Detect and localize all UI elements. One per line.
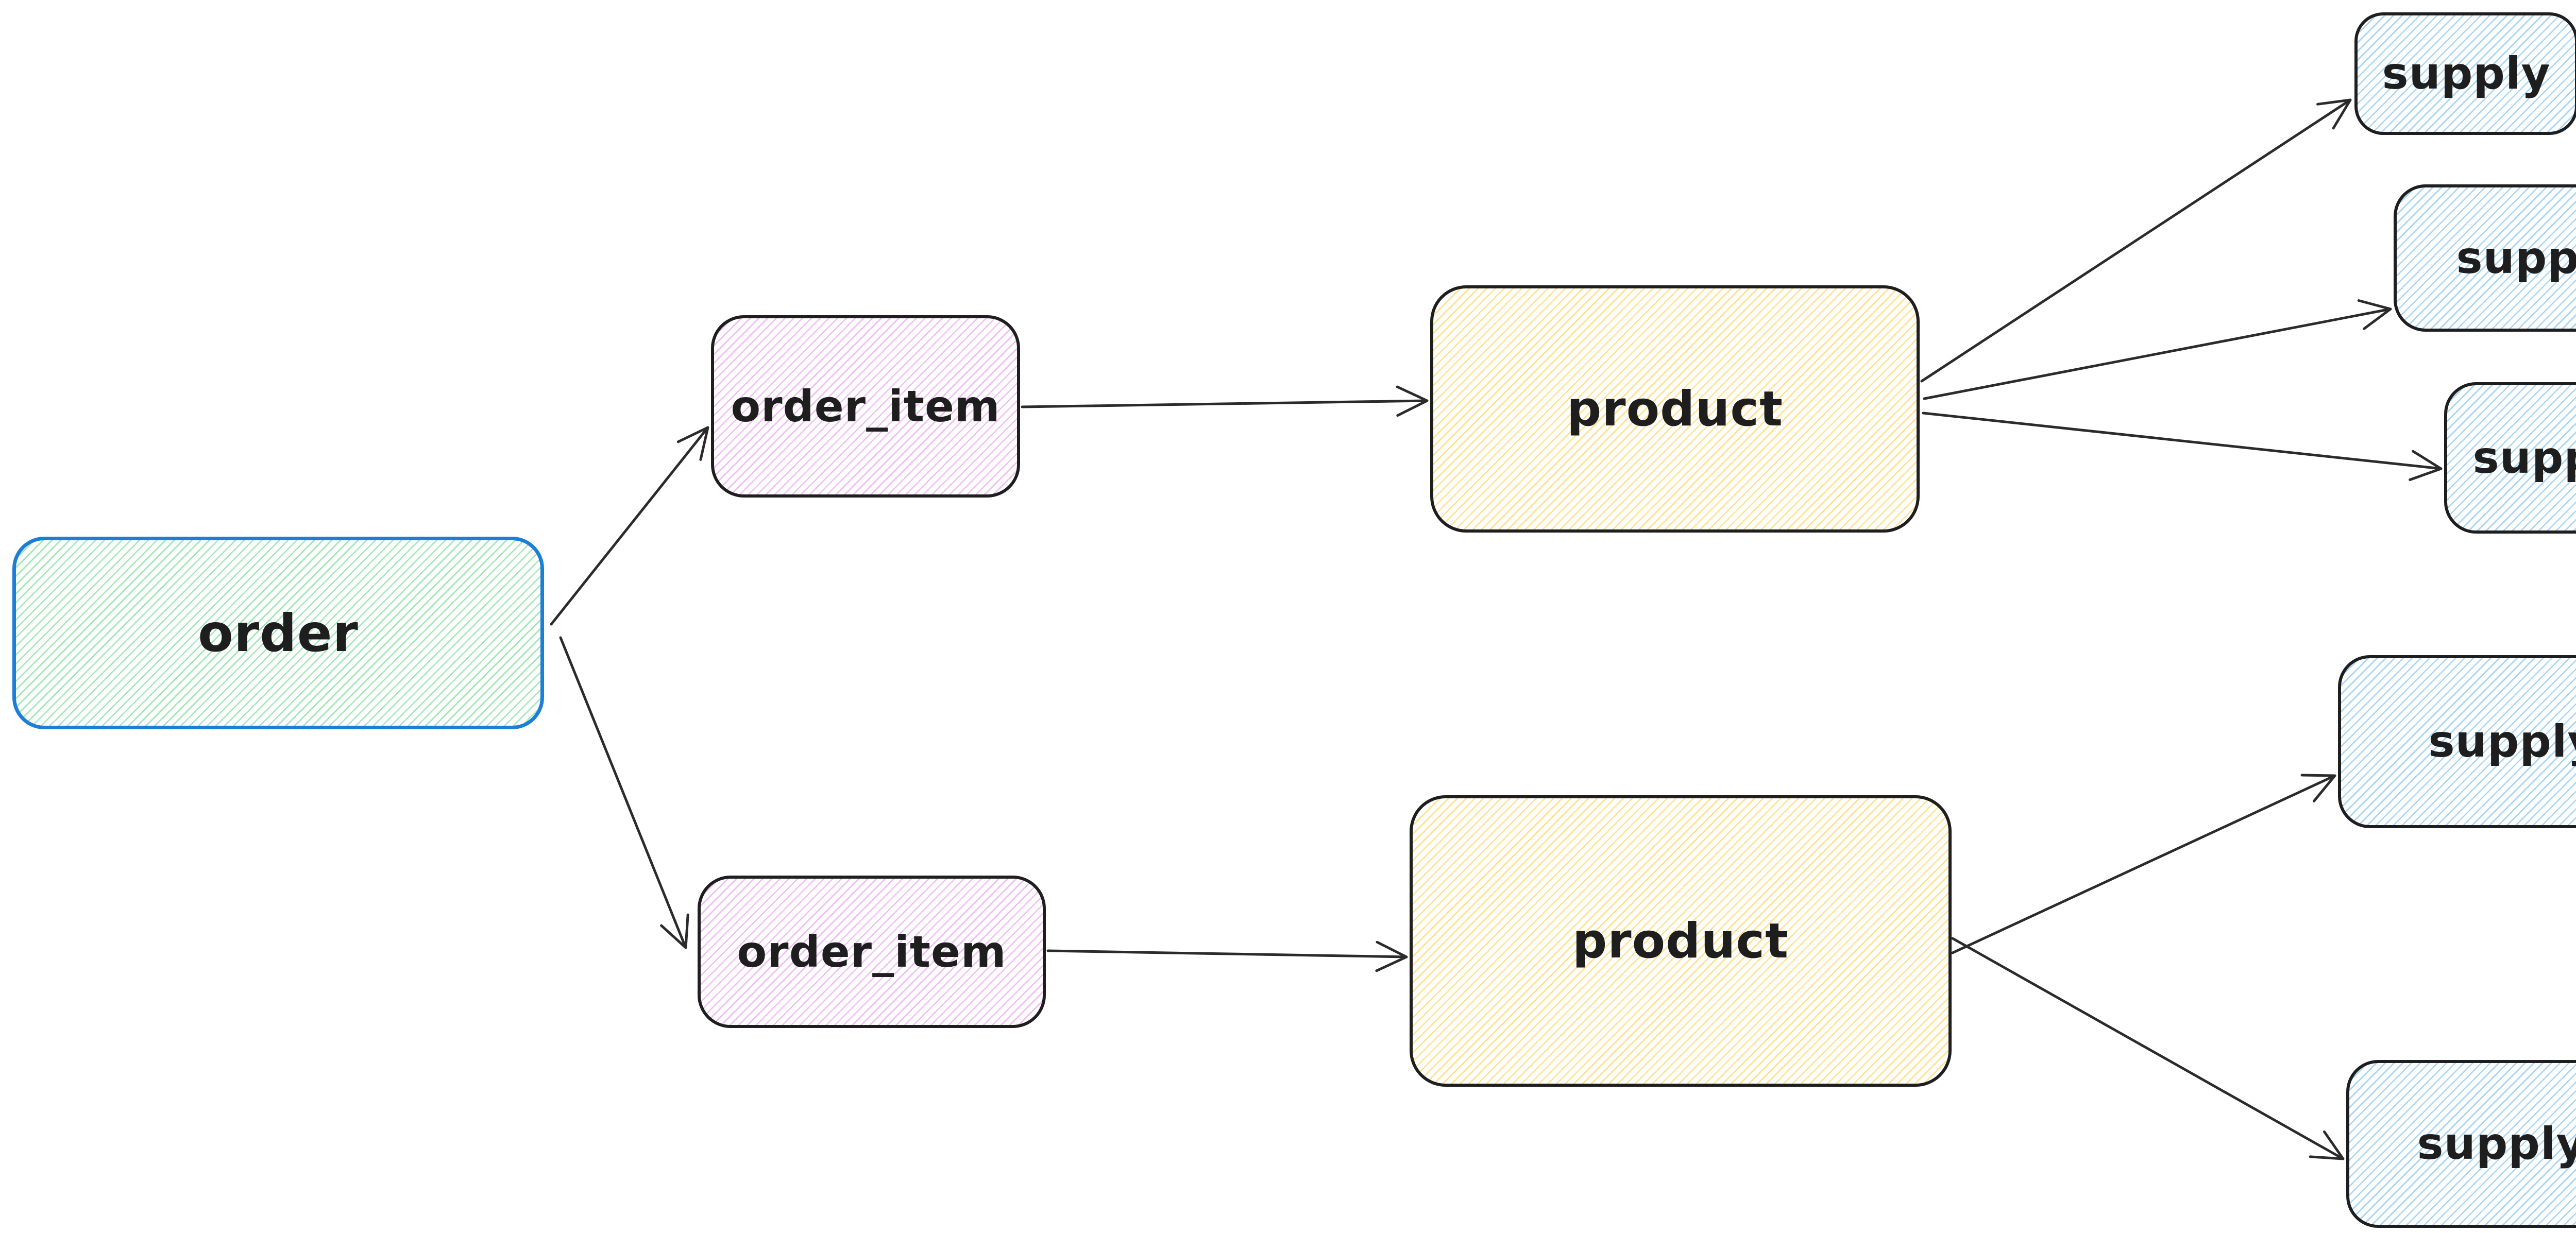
node-product-top[interactable]: product xyxy=(1430,285,1920,533)
node-supply-1-label: supply xyxy=(2382,48,2551,99)
node-supply-2-label: supply xyxy=(2456,232,2576,284)
node-supply-3-label: supply xyxy=(2472,432,2576,484)
arrow-order-to-order_item_top xyxy=(550,426,709,626)
arrow-product_bottom-to-supply_5 xyxy=(1951,937,2345,1160)
arrow-product_top-to-supply_1 xyxy=(1920,98,2352,383)
arrow-product_top-to-supply_3 xyxy=(1922,412,2443,481)
node-order-item-bottom[interactable]: order_item xyxy=(698,876,1046,1028)
arrow-product_bottom-to-supply_4 xyxy=(1951,774,2336,954)
node-supply-1[interactable]: supply xyxy=(2354,12,2576,135)
node-product-bottom[interactable]: product xyxy=(1410,795,1952,1087)
node-order-item-top[interactable]: order_item xyxy=(711,315,1020,498)
node-supply-3[interactable]: supply xyxy=(2444,382,2576,534)
node-supply-2[interactable]: supply xyxy=(2394,184,2576,332)
arrow-order_item_top-to-product_top xyxy=(1021,385,1429,417)
node-product-top-label: product xyxy=(1566,381,1784,437)
node-order-item-bottom-label: order_item xyxy=(737,927,1007,977)
node-supply-4-label: supply xyxy=(2428,716,2576,767)
node-supply-4[interactable]: supply xyxy=(2338,655,2576,828)
node-order[interactable]: order xyxy=(12,537,544,729)
node-order-item-top-label: order_item xyxy=(731,381,1001,432)
node-supply-5-label: supply xyxy=(2417,1118,2576,1170)
node-product-bottom-label: product xyxy=(1572,913,1789,969)
arrow-order_item_bottom-to-product_bottom xyxy=(1046,940,1408,972)
arrow-order-to-order_item_bottom xyxy=(559,636,689,949)
arrow-product_top-to-supply_2 xyxy=(1923,299,2392,400)
node-order-label: order xyxy=(198,603,359,663)
node-supply-5[interactable]: supply xyxy=(2346,1060,2576,1228)
